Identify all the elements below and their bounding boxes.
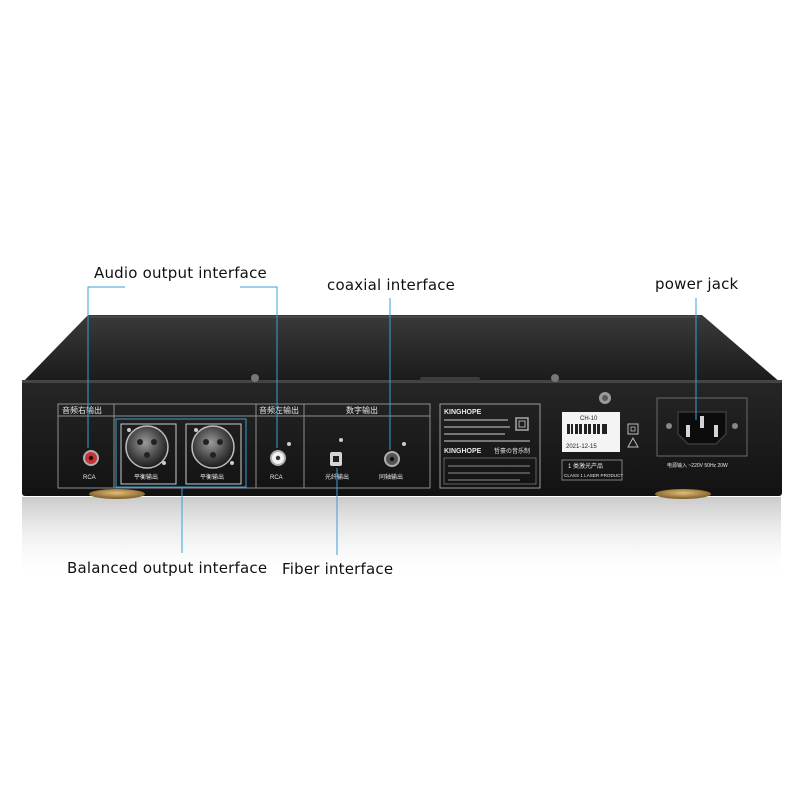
power-rating-text: 电源输入 ~220V 50Hz 20W: [667, 462, 728, 469]
screw: [251, 374, 259, 382]
iec-power-inlet[interactable]: [656, 397, 748, 457]
laser-class-text: 1 类激光产品: [568, 462, 603, 470]
balanced-output-label-2: 平衡输出: [200, 473, 224, 481]
double-insulation-icon: [627, 423, 639, 435]
right-audio-section-label: 音频右输出: [62, 405, 102, 415]
foot-right: [655, 489, 711, 499]
callout-audio-output: Audio output interface: [94, 264, 267, 282]
callout-power-jack: power jack: [655, 275, 739, 293]
callout-coaxial: coaxial interface: [327, 276, 456, 294]
connector-panel: [57, 403, 431, 489]
xlr-balanced-jack-2[interactable]: [185, 423, 242, 485]
callout-balanced-output: Balanced output interface: [67, 559, 268, 577]
rca-right-label: RCA: [83, 475, 96, 481]
spec-label: KINGHOPE KINGHOPE 哲豪の音乐制: [439, 403, 541, 489]
xlr-balanced-jack-1[interactable]: [120, 423, 177, 485]
coaxial-port[interactable]: [384, 442, 406, 467]
brand-logo-text: KINGHOPE: [444, 409, 482, 416]
table-reflection: [22, 497, 781, 580]
digital-section-label: 数字输出: [346, 405, 378, 415]
model-text: CH-10: [580, 416, 598, 422]
screw: [551, 374, 559, 382]
foot-left: [89, 489, 145, 499]
laser-class-label: 1 类激光产品 CLASS 1 LASER PRODUCT: [561, 459, 623, 481]
rca-right-jack[interactable]: [83, 450, 99, 466]
coaxial-port-label: 同轴输出: [379, 473, 403, 481]
date-text: 2021-12-15: [566, 444, 597, 450]
optical-port[interactable]: [330, 438, 343, 466]
slogan-text: 哲豪の音乐制: [494, 447, 530, 455]
leader-line-audio-left: [87, 286, 125, 448]
warning-icon: [627, 436, 639, 448]
callout-fiber: Fiber interface: [282, 560, 394, 578]
model-sticker: CH-10 2021-12-15: [562, 412, 620, 452]
leader-lines: [87, 286, 697, 555]
left-audio-section-label: 音频左输出: [259, 405, 299, 415]
balanced-output-label-1: 平衡输出: [134, 473, 158, 481]
brand-logo-text-2: KINGHOPE: [444, 448, 482, 455]
chassis-top: [22, 315, 781, 383]
laser-class-text-en: CLASS 1 LASER PRODUCT: [564, 473, 623, 478]
rca-left-label: RCA: [270, 475, 283, 481]
rca-left-jack[interactable]: [270, 450, 286, 466]
leader-line-audio-right: [240, 286, 278, 448]
leader-box-balanced: [115, 418, 247, 488]
